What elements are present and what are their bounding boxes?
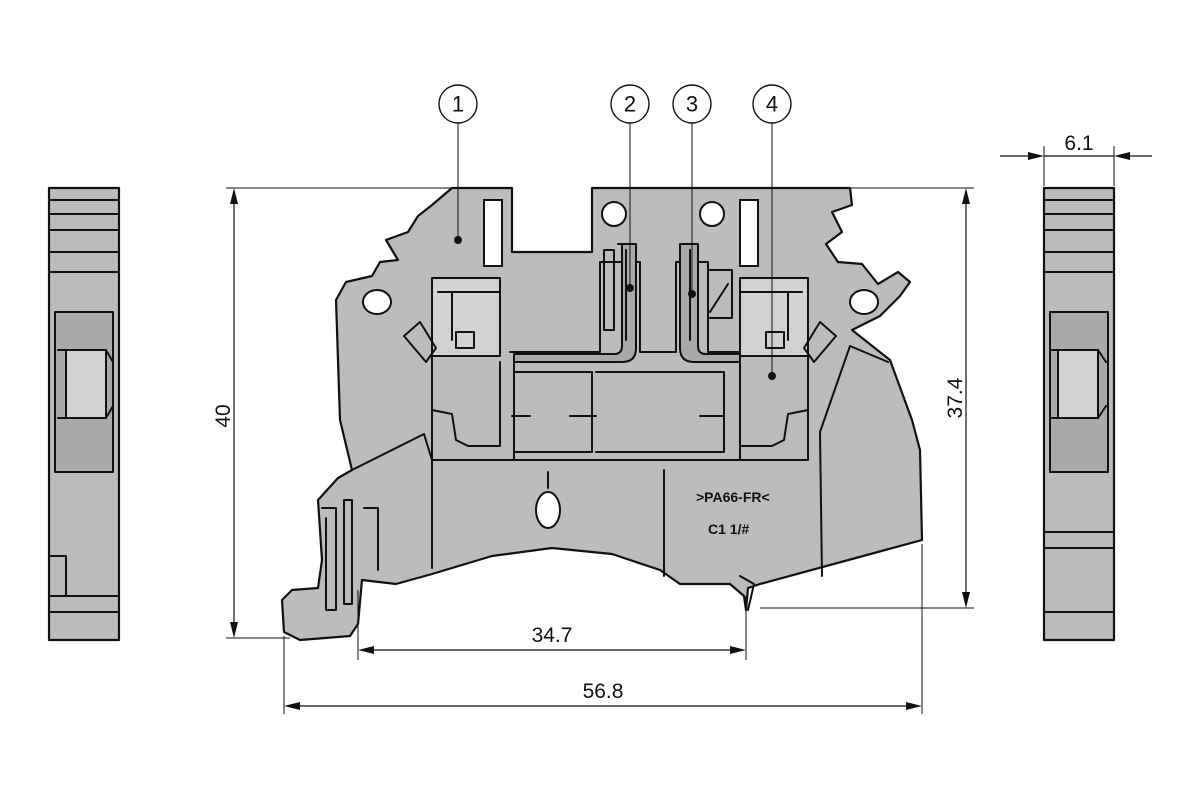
- front-view: [280, 186, 924, 642]
- callout-label-4: 4: [766, 92, 778, 117]
- callout-label-3: 3: [686, 92, 698, 117]
- dimension-height-total: 40: [212, 187, 452, 639]
- callout-1: 1: [438, 84, 478, 244]
- dimension-width-total: 56.8: [283, 544, 923, 714]
- callout-3: 3: [672, 84, 712, 298]
- right-side-view: [1042, 186, 1116, 642]
- thickness-label: 6.1: [1064, 132, 1093, 155]
- width-total-label: 56.8: [583, 680, 624, 703]
- height-rail-label: 37.4: [944, 377, 967, 418]
- callout-4: 4: [752, 84, 792, 380]
- left-side-view: [47, 186, 121, 642]
- callout-2: 2: [610, 84, 650, 292]
- dimension-height-rail: 37.4: [760, 187, 974, 609]
- width-inner-label: 34.7: [532, 624, 573, 647]
- height-total-label: 40: [212, 404, 235, 427]
- class-marking: C1 1/#: [708, 521, 749, 537]
- callout-label-1: 1: [452, 92, 464, 117]
- callout-label-2: 2: [624, 92, 636, 117]
- dimension-width-inner: 34.7: [357, 590, 747, 660]
- dimension-thickness: 6.1: [1000, 132, 1152, 186]
- material-marking: >PA66-FR<: [696, 489, 770, 505]
